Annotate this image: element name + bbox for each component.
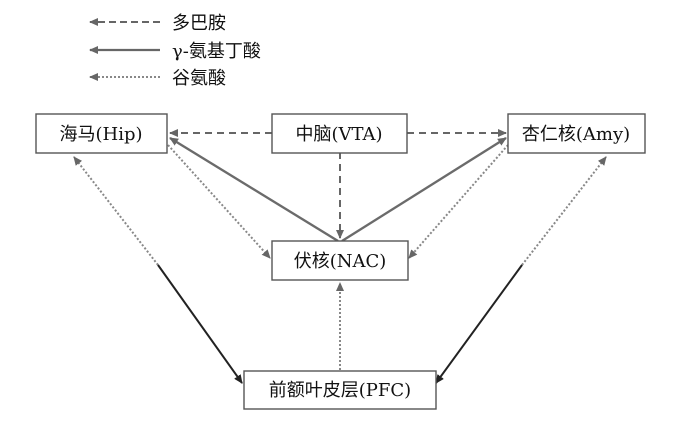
node-pfc: 前额叶皮层(PFC) [243, 370, 437, 410]
edge-amy-pfc-lower-solid [435, 264, 523, 384]
connections [73, 129, 607, 384]
node-hip: 海马(Hip) [35, 113, 168, 154]
legend-label-dopamine: 多巴胺 [172, 13, 226, 34]
legend-item-dopamine: 多巴胺 [89, 13, 226, 34]
node-nac-box [271, 240, 409, 281]
node-vta-label: 中脑(VTA) [295, 124, 382, 145]
legend-item-glutamate: 谷氨酸 [89, 68, 226, 89]
legend-item-gaba: γ-氨基丁酸 [89, 41, 261, 62]
edge-amy-nac-glutamate [408, 144, 509, 259]
node-vta: 中脑(VTA) [271, 113, 408, 154]
legend-label-gaba: γ-氨基丁酸 [172, 41, 261, 62]
edge-nac-hip-gaba [169, 136, 339, 243]
edge-hip-pfc-upper-dotted [73, 156, 159, 266]
edge-nac-amy-gaba [341, 136, 507, 243]
edge-hip-pfc-lower-solid [157, 264, 243, 384]
node-amy: 杏仁核(Amy) [507, 113, 646, 154]
node-hip-label: 海马(Hip) [59, 124, 142, 145]
node-nac: 伏核(NAC) [271, 240, 409, 281]
node-amy-box [507, 113, 646, 154]
node-vta-box [271, 113, 408, 154]
edge-hip-nac-glutamate [167, 144, 271, 259]
node-pfc-box [243, 370, 437, 410]
edge-amy-pfc [435, 156, 607, 384]
node-amy-label: 杏仁核(Amy) [522, 124, 630, 145]
node-hip-box [35, 113, 168, 154]
legend-label-glutamate: 谷氨酸 [172, 68, 226, 89]
legend: 多巴胺 γ-氨基丁酸 谷氨酸 [89, 13, 261, 89]
node-pfc-label: 前额叶皮层(PFC) [269, 380, 411, 401]
node-nac-label: 伏核(NAC) [294, 251, 387, 272]
edge-amy-pfc-upper-dotted [521, 156, 607, 266]
edge-hip-pfc [73, 156, 243, 384]
